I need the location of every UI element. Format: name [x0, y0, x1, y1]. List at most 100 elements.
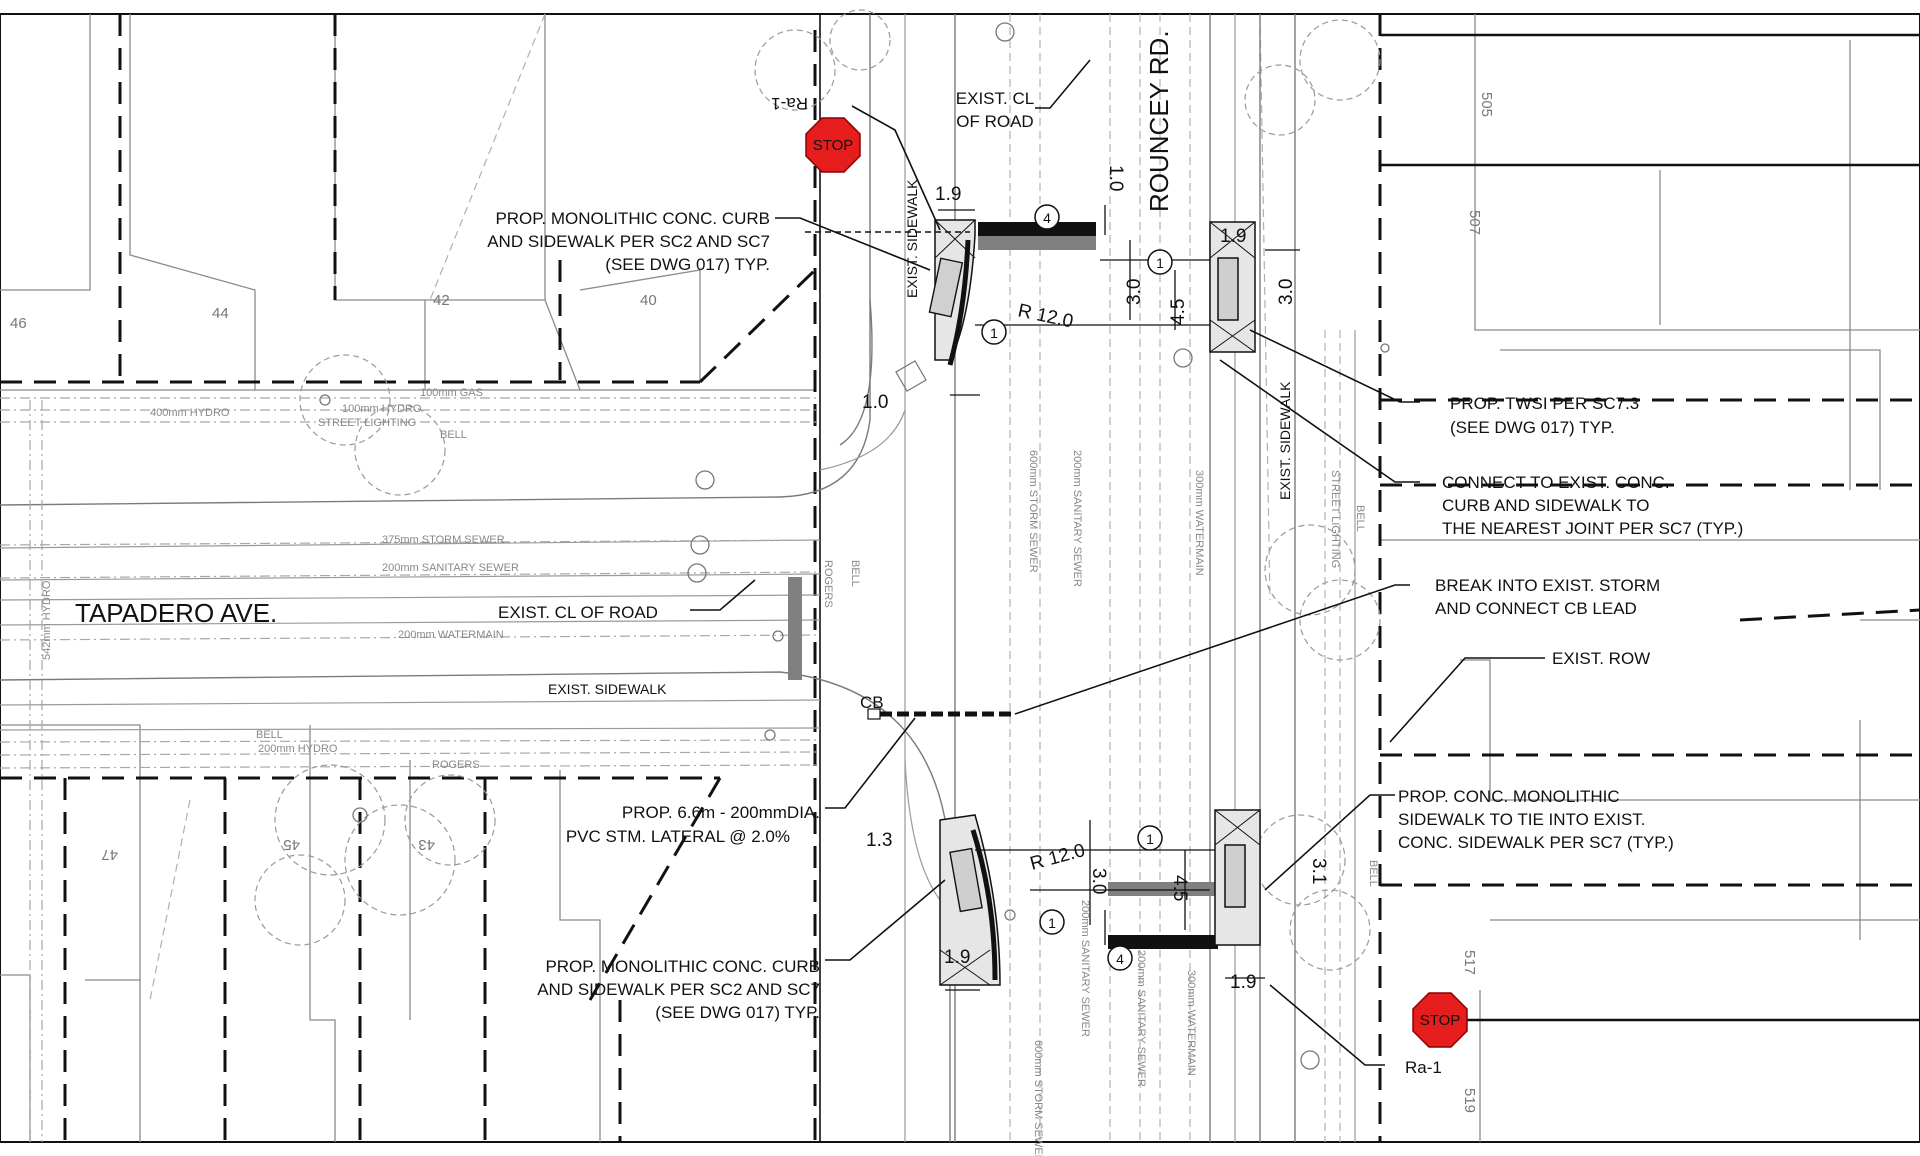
- svg-text:1.0: 1.0: [1105, 165, 1126, 191]
- callout-break-storm: BREAK INTO EXIST. STORM AND CONNECT CB L…: [1435, 576, 1660, 618]
- street-name-rouncey: ROUNCEY RD.: [1144, 30, 1174, 212]
- svg-text:200mm WATERMAIN: 200mm WATERMAIN: [398, 629, 504, 641]
- svg-text:SIDEWALK TO TIE INTO EXIST.: SIDEWALK TO TIE INTO EXIST.: [1398, 810, 1646, 829]
- callout-exist-cl-left: EXIST. CL OF ROAD: [498, 603, 658, 622]
- svg-text:507: 507: [1466, 210, 1483, 235]
- svg-text:BELL: BELL: [1354, 505, 1366, 532]
- proposed-ne-corner: [1209, 221, 1256, 353]
- manholes: [319, 22, 1390, 1070]
- leader-lines: [690, 59, 1545, 1066]
- dimension-lines: [938, 205, 1300, 991]
- svg-text:517: 517: [1461, 950, 1478, 975]
- exist-cl-marker: [788, 577, 802, 680]
- svg-text:1: 1: [1048, 915, 1056, 931]
- svg-text:45: 45: [283, 836, 300, 853]
- svg-text:BREAK INTO EXIST. STORM: BREAK INTO EXIST. STORM: [1435, 576, 1660, 595]
- svg-text:ROGERS: ROGERS: [822, 560, 834, 608]
- callout-curb-sidewalk-nw: PROP. MONOLITHIC CONC. CURB AND SIDEWALK…: [487, 209, 770, 274]
- svg-text:600mm STORM SEWER: 600mm STORM SEWER: [1032, 1040, 1044, 1156]
- svg-text:CONC. SIDEWALK PER SC7 (TYP.): CONC. SIDEWALK PER SC7 (TYP.): [1398, 833, 1674, 852]
- stop-sign-south: STOP: [1412, 992, 1468, 1048]
- svg-text:ROGERS: ROGERS: [432, 759, 480, 771]
- svg-text:600mm STORM SEWER: 600mm STORM SEWER: [1027, 450, 1039, 573]
- proposed-se-corner: [1214, 809, 1261, 946]
- svg-text:PROP. MONOLITHIC CONC. CURB: PROP. MONOLITHIC CONC. CURB: [545, 957, 820, 976]
- road-edges: [0, 14, 1356, 1142]
- svg-text:1.9: 1.9: [1230, 972, 1256, 993]
- svg-text:40: 40: [640, 292, 657, 309]
- street-name-tapadero: TAPADERO AVE.: [75, 598, 277, 628]
- svg-text:3.0: 3.0: [1088, 868, 1109, 894]
- svg-text:1: 1: [1146, 831, 1154, 847]
- marker-1-sw: 1: [1039, 909, 1065, 935]
- exist-sidewalk-tapadero: EXIST. SIDEWALK: [548, 681, 667, 697]
- svg-text:EXIST. CL: EXIST. CL: [956, 89, 1034, 108]
- marker-4-top: 4: [1034, 204, 1060, 230]
- marker-1-ne: 1: [1147, 249, 1173, 275]
- svg-text:200mm SANITARY SEWER: 200mm SANITARY SEWER: [1079, 900, 1091, 1037]
- svg-text:1.9: 1.9: [1220, 226, 1246, 247]
- svg-text:AND SIDEWALK PER SC2 AND SC7: AND SIDEWALK PER SC2 AND SC7: [537, 980, 820, 999]
- svg-text:1: 1: [1156, 255, 1164, 271]
- callout-cb: CB: [860, 693, 884, 712]
- svg-text:BELL: BELL: [256, 729, 283, 741]
- svg-text:CURB AND SIDEWALK TO: CURB AND SIDEWALK TO: [1442, 496, 1650, 515]
- svg-text:4.5: 4.5: [1169, 875, 1190, 901]
- svg-text:STREET LIGHTING: STREET LIGHTING: [1329, 470, 1341, 568]
- svg-text:43: 43: [418, 836, 435, 853]
- callout-exist-row: EXIST. ROW: [1552, 649, 1650, 668]
- callout-conc-monolithic: PROP. CONC. MONOLITHIC SIDEWALK TO TIE I…: [1398, 787, 1674, 852]
- callout-curb-sidewalk-sw: PROP. MONOLITHIC CONC. CURB AND SIDEWALK…: [537, 957, 820, 1022]
- catch-basin: [867, 708, 881, 720]
- svg-text:4: 4: [1116, 951, 1124, 967]
- stop-sign-north: STOP: [805, 117, 861, 173]
- svg-text:1: 1: [990, 325, 998, 341]
- svg-text:42: 42: [433, 292, 450, 309]
- svg-text:3.0: 3.0: [1276, 279, 1297, 305]
- svg-text:100mm HYDRO: 100mm HYDRO: [342, 403, 422, 415]
- svg-text:1.3: 1.3: [866, 830, 892, 851]
- svg-text:AND CONNECT CB LEAD: AND CONNECT CB LEAD: [1435, 599, 1637, 618]
- svg-text:PVC STM. LATERAL @ 2.0%: PVC STM. LATERAL @ 2.0%: [566, 827, 790, 846]
- markers: 4 1 1 1 1 4: [981, 204, 1173, 971]
- lot-numbers: 46 44 42 40 47 45 43 505 507 517 519: [10, 92, 1495, 1113]
- exist-sidewalk-nw: EXIST. SIDEWALK: [904, 179, 920, 298]
- svg-text:300mm WATERMAIN: 300mm WATERMAIN: [1185, 970, 1197, 1076]
- svg-text:AND SIDEWALK PER SC2 AND SC7: AND SIDEWALK PER SC2 AND SC7: [487, 232, 770, 251]
- svg-text:STOP: STOP: [1420, 1012, 1461, 1029]
- tapadero-utilities: [0, 397, 821, 1142]
- svg-text:3.1: 3.1: [1308, 858, 1329, 884]
- svg-text:PROP. 6.6m - 200mmDIA.: PROP. 6.6m - 200mmDIA.: [622, 803, 820, 822]
- svg-text:BELL: BELL: [1367, 860, 1379, 887]
- svg-text:100mm GAS: 100mm GAS: [420, 387, 483, 399]
- utility-labels: 375mm STORM SEWER 200mm SANITARY SEWER 2…: [41, 387, 1379, 1156]
- svg-text:THE NEAREST JOINT PER SC7 (TYP: THE NEAREST JOINT PER SC7 (TYP.): [1442, 519, 1743, 538]
- svg-text:200mm SANITARY SEWER: 200mm SANITARY SEWER: [1071, 450, 1083, 587]
- svg-text:200mm HYDRO: 200mm HYDRO: [258, 743, 338, 755]
- svg-text:BELL: BELL: [440, 429, 467, 441]
- svg-text:CONNECT TO EXIST. CONC.: CONNECT TO EXIST. CONC.: [1442, 473, 1670, 492]
- svg-text:46: 46: [10, 315, 27, 332]
- svg-text:PROP. TWSI PER SC7.3: PROP. TWSI PER SC7.3: [1450, 394, 1639, 413]
- svg-text:1.9: 1.9: [935, 184, 961, 205]
- exist-sidewalk-ne: EXIST. SIDEWALK: [1277, 381, 1293, 500]
- svg-text:4: 4: [1043, 210, 1051, 226]
- svg-text:542mm HYDRO: 542mm HYDRO: [41, 580, 53, 660]
- svg-text:STOP: STOP: [813, 137, 854, 154]
- svg-text:505: 505: [1478, 92, 1495, 117]
- svg-text:4.5: 4.5: [1168, 299, 1189, 325]
- svg-text:400mm HYDRO: 400mm HYDRO: [150, 407, 230, 419]
- callout-ra1-top: Ra-1: [771, 94, 808, 113]
- svg-text:200mm SANITARY SEWER: 200mm SANITARY SEWER: [1135, 950, 1147, 1087]
- marker-1-se: 1: [1137, 825, 1163, 851]
- svg-text:PROP. CONC. MONOLITHIC: PROP. CONC. MONOLITHIC: [1398, 787, 1620, 806]
- marker-1-nw: 1: [981, 319, 1007, 345]
- svg-text:(SEE DWG 017) TYP.: (SEE DWG 017) TYP.: [605, 255, 770, 274]
- callout-exist-cl-top: EXIST. CL OF ROAD: [956, 89, 1034, 131]
- svg-text:OF ROAD: OF ROAD: [956, 112, 1033, 131]
- svg-text:(SEE DWG 017) TYP.: (SEE DWG 017) TYP.: [655, 1003, 820, 1022]
- proposed-nw-corner: [895, 219, 1096, 392]
- callout-ra1-bottom: Ra-1: [1405, 1058, 1442, 1077]
- svg-text:PROP. MONOLITHIC CONC. CURB: PROP. MONOLITHIC CONC. CURB: [495, 209, 770, 228]
